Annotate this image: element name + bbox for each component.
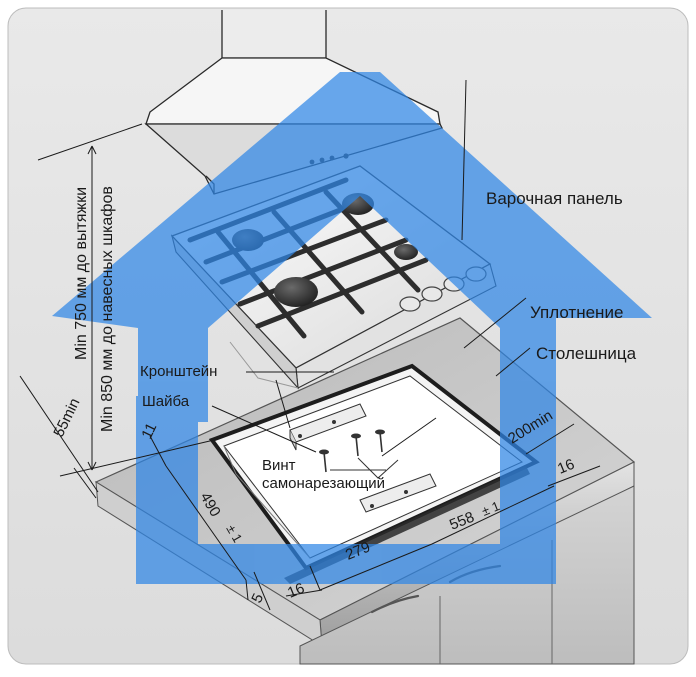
hood-distance-line1: Min 750 мм до вытяжки xyxy=(73,187,90,360)
countertop-cutout xyxy=(208,363,540,571)
hood-distance-line2: Min 850 мм до навесных шкафов xyxy=(99,186,116,432)
dim-width-tol: ± 1 xyxy=(480,498,502,519)
house-shape xyxy=(52,72,652,584)
label-hob: Варочная панель xyxy=(486,189,623,208)
label-screw-line2: самонарезающий xyxy=(262,475,386,492)
dim-edge-top: 11 xyxy=(138,420,160,441)
label-screw-line1: Винт xyxy=(262,457,296,474)
dimension-lines xyxy=(19,79,601,611)
dim-front-margin: 16 xyxy=(285,580,307,602)
label-seal: Уплотнение xyxy=(530,303,624,322)
mounting-hardware xyxy=(289,403,437,513)
dim-side-margin: 16 xyxy=(555,456,577,478)
screw-icon xyxy=(319,429,385,473)
label-bracket: Кронштейн xyxy=(140,363,218,380)
label-washer: Шайба xyxy=(142,393,190,410)
label-countertop: Столешница xyxy=(536,344,637,363)
